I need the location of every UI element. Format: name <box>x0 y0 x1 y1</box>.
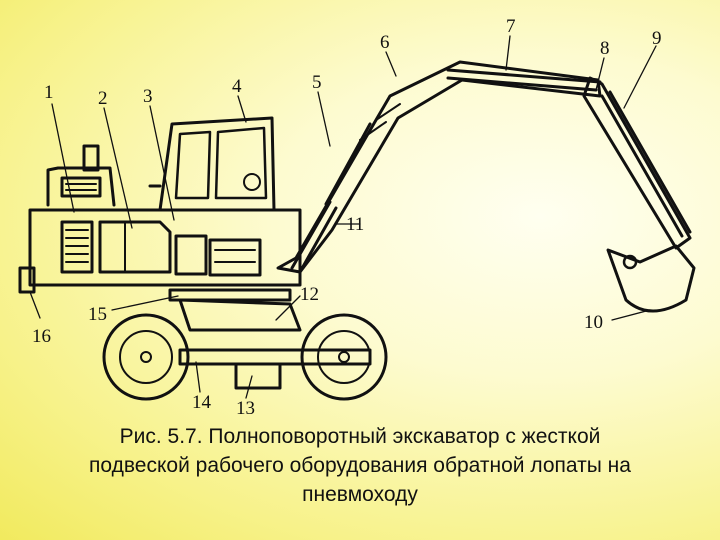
gearbox <box>234 362 282 390</box>
label-11: 11 <box>346 214 364 235</box>
frame <box>178 298 302 332</box>
label-8: 8 <box>600 38 610 59</box>
label-9: 9 <box>652 28 662 49</box>
leader-lines <box>29 35 657 399</box>
pump-unit <box>208 238 262 277</box>
hydraulic-pump <box>174 234 208 276</box>
cab-window-left <box>174 130 212 200</box>
label-1: 1 <box>44 82 54 103</box>
label-10: 10 <box>584 312 603 333</box>
figure-caption: Рис. 5.7. Полноповоротный экскаватор с ж… <box>20 422 700 509</box>
boom <box>276 60 602 274</box>
turntable-body <box>28 208 302 287</box>
excavator-diagram: 1 2 3 4 5 6 7 8 9 10 11 12 13 14 15 16 <box>18 16 696 419</box>
bucket-cylinder <box>600 90 692 238</box>
label-3: 3 <box>143 86 153 107</box>
rear-wheel <box>300 313 388 401</box>
cab <box>158 116 276 212</box>
label-6: 6 <box>380 32 390 53</box>
stick-cylinder <box>446 68 602 92</box>
bucket-pin <box>622 254 638 270</box>
label-16: 16 <box>32 326 51 347</box>
label-2: 2 <box>98 88 108 109</box>
front-wheel <box>102 313 190 401</box>
boom-cylinder <box>290 122 372 274</box>
label-14: 14 <box>192 392 212 413</box>
radiator-grill-top <box>60 176 102 198</box>
stick-arm <box>582 76 692 250</box>
counterweight <box>18 266 36 294</box>
slewing-ring <box>168 288 292 302</box>
exhaust-pipe <box>82 144 100 172</box>
radiator <box>60 220 94 274</box>
label-13: 13 <box>236 398 255 419</box>
label-4: 4 <box>232 76 242 97</box>
label-15: 15 <box>88 304 107 325</box>
label-5: 5 <box>312 72 322 93</box>
bucket <box>606 244 696 313</box>
cab-window-right <box>214 126 268 200</box>
steering-wheel <box>243 173 261 191</box>
label-7: 7 <box>506 16 516 37</box>
label-12: 12 <box>300 284 319 305</box>
caption-line-3: пневмоходу <box>302 483 418 506</box>
engine <box>98 220 172 274</box>
caption-line-2: подвеской рабочего оборудования обратной… <box>89 454 631 477</box>
engine-hood <box>46 166 116 207</box>
caption-line-1: Рис. 5.7. Полноповоротный экскаватор с ж… <box>119 425 601 448</box>
